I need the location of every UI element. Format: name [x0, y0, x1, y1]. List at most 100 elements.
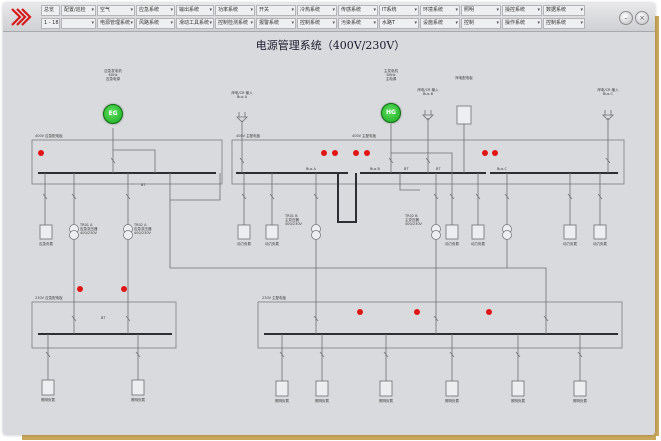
chevron-down-icon: ▾ — [455, 20, 458, 26]
board-main-230 — [257, 301, 623, 349]
menu-item-label: 滑动工具系统 — [179, 20, 210, 26]
menu-item[interactable]: 开关 ▾ — [256, 5, 296, 16]
breaker-icon — [388, 157, 394, 164]
breaker-icon — [125, 315, 131, 322]
breaker-icon — [42, 193, 48, 200]
minimize-icon[interactable]: – — [619, 11, 633, 25]
load-box — [445, 380, 459, 397]
bus-caption: BT — [141, 183, 146, 187]
menu-item[interactable]: 1 - 18 — [41, 18, 60, 29]
load-caption: 应急负载 — [39, 242, 53, 246]
menu-item[interactable]: 水路T▾ — [379, 18, 419, 29]
menu-item[interactable]: 风路系统▾ — [136, 18, 175, 29]
board-caption: 400V 主配电板 — [236, 134, 261, 138]
menu-item-label: 报警系统 — [259, 20, 280, 26]
menu-item[interactable]: 输出系统 ▾ — [176, 5, 214, 16]
breaker-icon — [135, 351, 141, 358]
menu-item[interactable]: ▾ — [61, 18, 96, 29]
menu-item[interactable]: 控制系统▾ — [297, 18, 337, 29]
chevron-down-icon: ▾ — [414, 20, 417, 26]
breaker-closed-indicator — [486, 309, 492, 315]
board-emergency-230 — [31, 301, 177, 349]
menu-item[interactable]: 总览 — [41, 5, 60, 16]
load-caption: 动力负载 — [445, 242, 459, 246]
breaker-icon — [577, 351, 583, 358]
board-caption: 230V 主配电板 — [262, 296, 287, 300]
bus-caption: BT — [101, 316, 106, 320]
menu-item-label: 开关 — [259, 7, 270, 13]
menu-item-label: 风路系统 — [139, 20, 160, 26]
menu-item-label: 冷热系统 — [300, 7, 321, 13]
breaker-closed-indicator — [364, 150, 370, 156]
menu-item[interactable]: 操作系统▾ — [502, 18, 542, 29]
chevron-down-icon: ▾ — [250, 7, 253, 13]
menu-item[interactable]: 控制系统 ▾ — [543, 18, 585, 29]
transformer-icon — [69, 224, 79, 240]
chevron-down-icon: ▾ — [537, 7, 540, 13]
menu-item[interactable]: 控制▾ — [461, 18, 501, 29]
menu-item-label: IT系统 — [382, 7, 397, 13]
menu-item[interactable]: 污染系统▾ — [338, 18, 378, 29]
emergency-generator[interactable]: EG — [103, 104, 123, 124]
menu-item[interactable]: 配置/巡检▾ — [61, 5, 96, 16]
menu-item[interactable]: IT系统▾ — [379, 5, 419, 16]
menu-item[interactable]: 冷热系统▾ — [297, 5, 337, 16]
load-caption: 照明负载 — [131, 398, 145, 402]
breaker-closed-indicator — [492, 150, 498, 156]
bus-caption: Bus B — [370, 167, 380, 171]
load-caption: 照明负载 — [41, 398, 55, 402]
menu-item-label: 控制系统 — [546, 20, 567, 26]
menu-item[interactable]: 功率系统▾ — [215, 5, 255, 16]
menu-item[interactable]: 照明▾ — [461, 5, 501, 16]
breaker-icon — [279, 351, 285, 358]
bus-caption: BT — [404, 167, 409, 171]
app-window — [3, 3, 655, 435]
menu-item-label: 空气 — [100, 7, 111, 13]
menu-item[interactable]: 空气▾ — [97, 5, 135, 16]
chevron-down-icon: ▾ — [291, 7, 294, 13]
breaker-icon — [605, 157, 611, 164]
transformer-icon — [431, 224, 441, 240]
chevron-down-icon: ▾ — [580, 20, 583, 26]
breaker-icon — [239, 157, 245, 164]
menu-item[interactable]: 传感系统▾ — [338, 5, 378, 16]
breaker-icon — [567, 193, 573, 200]
menu-item[interactable]: 应急系统▾ — [136, 5, 175, 16]
menu-item[interactable]: 电源管理系统▾ — [97, 18, 135, 29]
menu-item[interactable]: 控制检测系统▾ — [215, 18, 255, 29]
menu-item[interactable]: 数据系统▾ — [543, 5, 585, 16]
chevron-down-icon: ▾ — [373, 20, 376, 26]
menu-item-label: 控制检测系统 — [218, 20, 249, 26]
menu-item[interactable]: 报警系统▾ — [256, 18, 296, 29]
menu-item[interactable]: 滑动工具系统▾ — [176, 18, 214, 29]
menu-item-label: 控制 — [464, 20, 475, 26]
menu-item[interactable]: 设施系统▾ — [420, 18, 460, 29]
chevron-down-icon: ▾ — [496, 7, 499, 13]
load-caption: 照明负载 — [275, 399, 289, 403]
load-box — [275, 380, 289, 397]
menu-item[interactable]: 环境系统▾ — [420, 5, 460, 16]
chevron-down-icon: ▾ — [209, 7, 212, 13]
breaker-icon — [543, 315, 549, 322]
load-caption: 动力负载 — [471, 242, 485, 246]
menu-item-label: 输出系统 — [179, 7, 200, 13]
breaker-icon — [597, 193, 603, 200]
load-caption: 照明负载 — [445, 399, 459, 403]
chevron-down-icon: ▾ — [130, 20, 133, 26]
load-box — [41, 379, 55, 396]
main-generator[interactable]: HG — [381, 103, 401, 123]
menu-grid: 总览配置/巡检▾空气▾应急系统▾输出系统▾功率系统▾开关▾冷热系统▾传感系统▾I… — [41, 5, 586, 31]
close-icon[interactable]: × — [635, 11, 649, 25]
chevron-down-icon: ▾ — [170, 7, 173, 13]
breaker-icon — [125, 193, 131, 200]
menu-item[interactable]: 操控系统▾ — [502, 5, 542, 16]
top-toolbar: 总览配置/巡检▾空气▾应急系统▾输出系统▾功率系统▾开关▾冷热系统▾传感系统▾I… — [3, 3, 655, 32]
breaker-icon — [319, 351, 325, 358]
menu-item-label: 数据系统 — [546, 7, 567, 13]
load-caption: 照明负载 — [511, 399, 525, 403]
